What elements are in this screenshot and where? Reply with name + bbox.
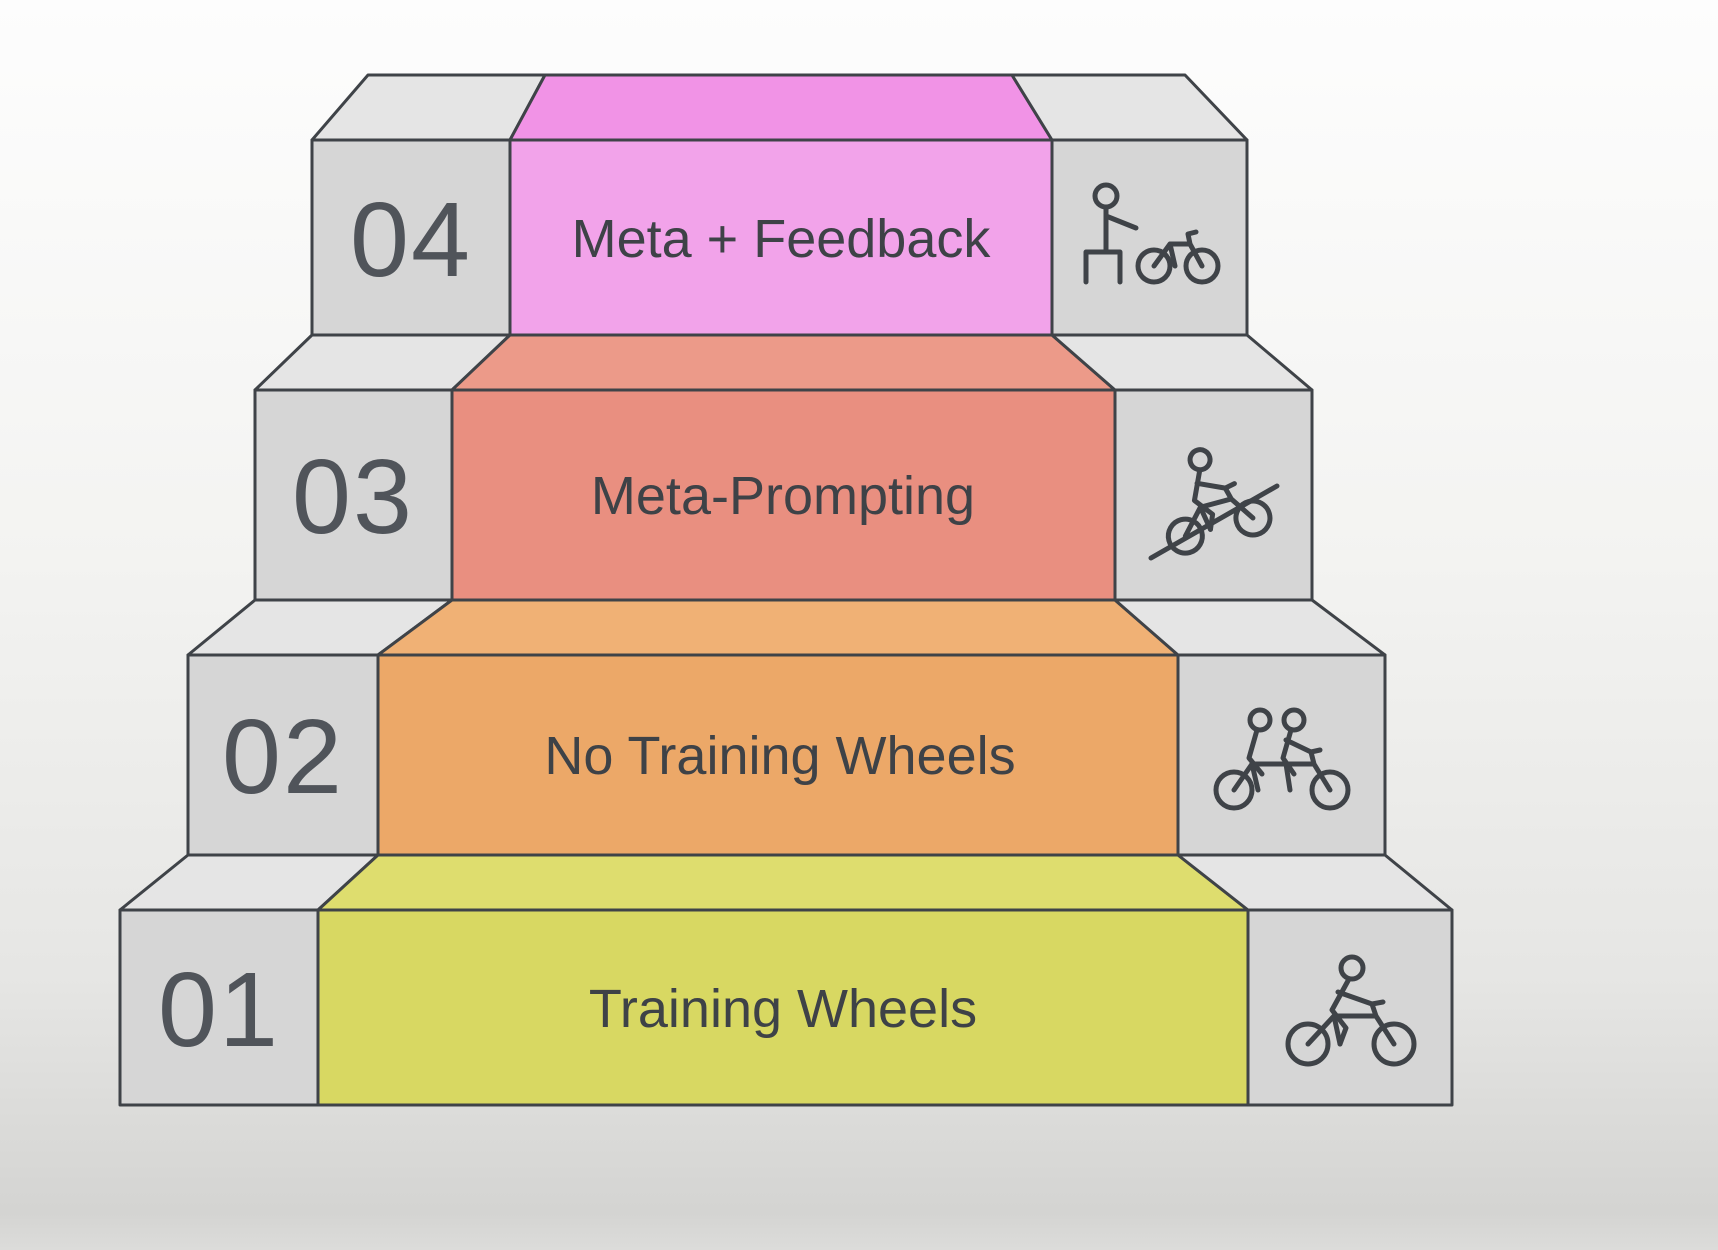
step-03-icon-block (1113, 388, 1314, 602)
step-04: 04 Meta + Feedback (310, 73, 1249, 337)
step-03-label: Meta-Prompting (591, 466, 975, 526)
step-01: 01 Training Wheels (118, 853, 1454, 1107)
step-03-number: 03 (292, 438, 414, 556)
step-03-top-center (450, 333, 1117, 392)
step-04-top-right-gray (1010, 73, 1249, 142)
tandem-riders-icon (1213, 707, 1351, 811)
step-04-icon-block (1050, 138, 1249, 337)
step-01-number: 01 (158, 951, 280, 1069)
step-03: 03 Meta-Prompting (253, 333, 1314, 602)
person-with-bike-icon (1083, 182, 1221, 285)
cyclist-riding-bike-icon (1285, 954, 1417, 1067)
step-04-number: 04 (350, 181, 472, 299)
step-04-label: Meta + Feedback (572, 209, 992, 269)
step-04-top-left-gray (310, 73, 547, 142)
cyclist-on-slope-icon (1148, 447, 1280, 561)
step-01-label: Training Wheels (589, 979, 977, 1039)
step-02: 02 No Training Wheels (186, 598, 1387, 857)
step-02-label: No Training Wheels (544, 726, 1015, 786)
step-02-number: 02 (222, 698, 344, 816)
step-02-top-center (376, 598, 1180, 657)
step-01-top-center (316, 853, 1250, 912)
step-01-icon-block (1246, 908, 1454, 1107)
step-04-top-center (508, 73, 1054, 142)
